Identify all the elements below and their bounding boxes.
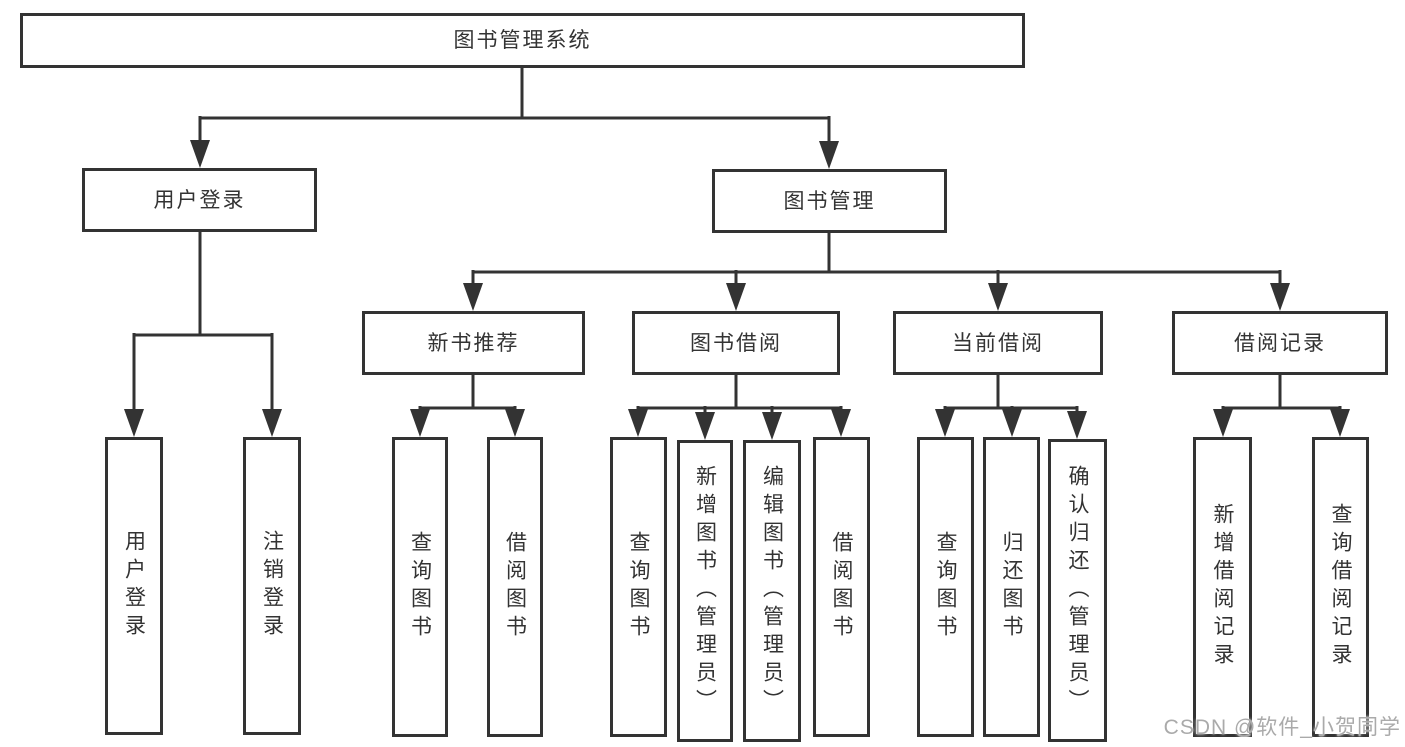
leaf-return-book: 归还图书 <box>983 437 1040 737</box>
node-borrow-records: 借阅记录 <box>1172 311 1388 375</box>
node-new-book-recommend: 新书推荐 <box>362 311 585 375</box>
leaf-add-book-admin: 新增图书（管理员） <box>677 440 733 742</box>
leaf-user-login: 用户登录 <box>105 437 163 735</box>
leaf-query-books-borrow: 查询图书 <box>610 437 667 737</box>
leaf-query-books-current: 查询图书 <box>917 437 974 737</box>
leaf-logout: 注销登录 <box>243 437 301 735</box>
node-user-login: 用户登录 <box>82 168 317 232</box>
leaf-confirm-return-admin: 确认归还（管理员） <box>1048 439 1107 742</box>
leaf-add-borrow-record: 新增借阅记录 <box>1193 437 1252 737</box>
csdn-watermark: CSDN @软件_小贺同学 <box>1163 716 1401 739</box>
node-book-management: 图书管理 <box>712 169 947 233</box>
node-current-borrow: 当前借阅 <box>893 311 1103 375</box>
leaf-borrow-books: 借阅图书 <box>813 437 870 737</box>
leaf-edit-book-admin: 编辑图书（管理员） <box>743 440 801 742</box>
leaf-borrow-books-recommend: 借阅图书 <box>487 437 543 737</box>
leaf-query-borrow-record: 查询借阅记录 <box>1312 437 1369 737</box>
node-book-borrow: 图书借阅 <box>632 311 840 375</box>
leaf-query-books-recommend: 查询图书 <box>392 437 448 737</box>
node-root-library-system: 图书管理系统 <box>20 13 1025 68</box>
